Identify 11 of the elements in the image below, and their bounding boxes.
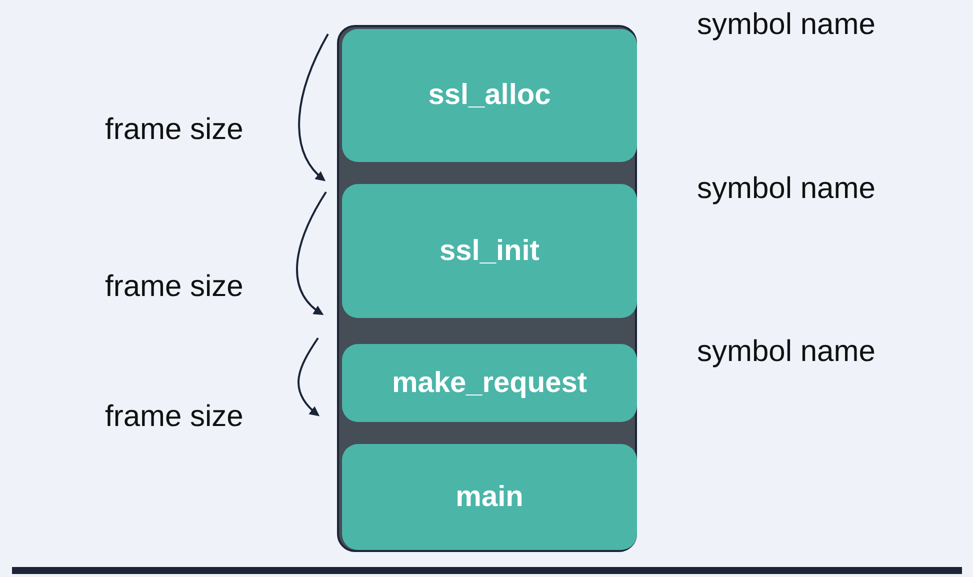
stack-background — [337, 25, 637, 552]
stack-frame: make_request — [342, 344, 637, 422]
symbol-name-label: symbol name — [697, 172, 876, 206]
frame-size-label: frame size — [105, 270, 244, 304]
stack-frame: ssl_init — [342, 184, 637, 318]
symbol-name-label: symbol name — [697, 335, 876, 369]
stack-frame: ssl_alloc — [342, 29, 637, 162]
symbol-name-label: symbol name — [697, 8, 876, 42]
stack-frame: main — [342, 444, 637, 550]
frame-size-label: frame size — [105, 400, 244, 434]
frame-size-label: frame size — [105, 113, 244, 147]
